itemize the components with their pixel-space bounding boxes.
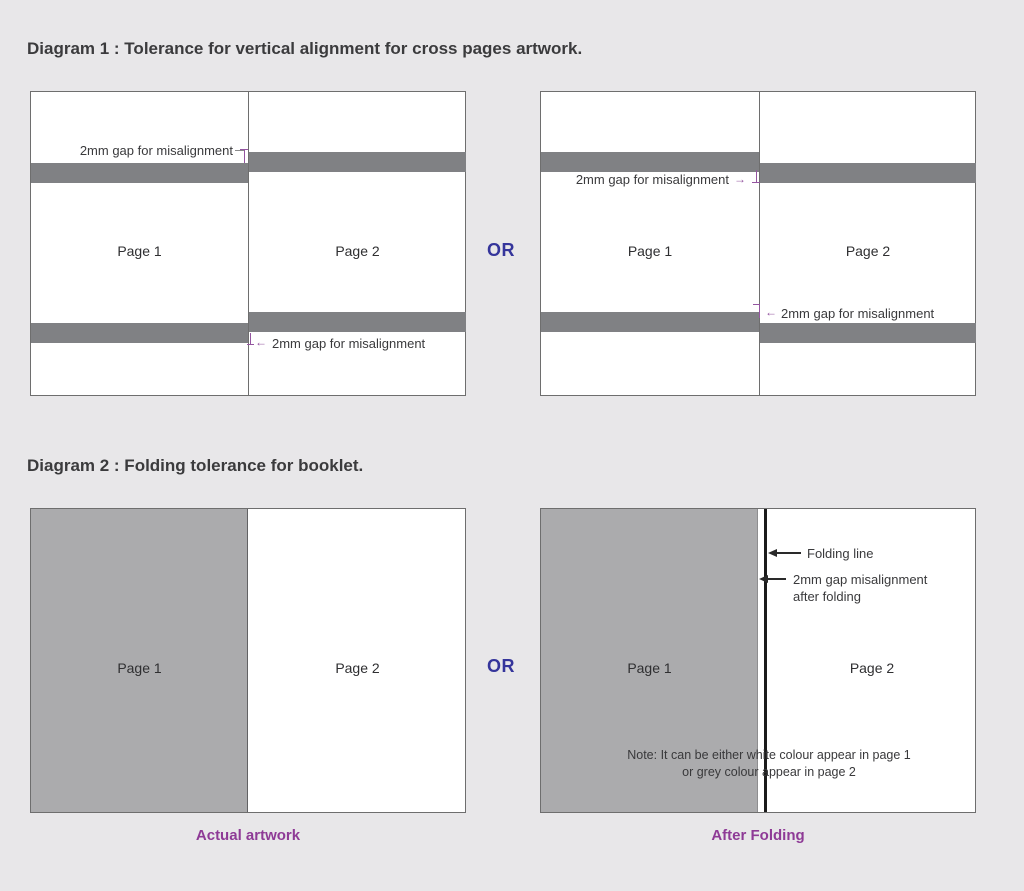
measure-tick-icon	[753, 304, 760, 305]
right-arrow-icon: →	[734, 172, 746, 186]
annotation-connector-line	[777, 552, 801, 554]
page2-bottom-misalignment-bar	[760, 323, 976, 343]
note-text: Note: It can be either white colour appe…	[569, 747, 969, 781]
page1-label: Page 1	[117, 660, 162, 676]
page1-label: Page 1	[627, 660, 672, 676]
measure-tick-icon	[250, 333, 251, 345]
page1-top-misalignment-bar	[541, 152, 759, 172]
gap-annotation-bottom: 2mm gap for misalignment	[272, 336, 426, 351]
gap-annotation-top: 2mm gap for misalignment	[575, 172, 729, 187]
page2-top-misalignment-bar	[760, 163, 976, 183]
caption-after-folding: After Folding	[711, 827, 805, 844]
diagram1-right-panel: Page 1 Page 2 2mm gap for misalignment →…	[540, 91, 976, 396]
left-arrowhead-icon	[768, 549, 777, 557]
diagram2-title: Diagram 2 : Folding tolerance for bookle…	[27, 456, 364, 475]
measure-tick-icon	[244, 149, 245, 163]
page2-label: Page 2	[335, 660, 380, 676]
diagram1-title: Diagram 1 : Tolerance for vertical align…	[27, 39, 583, 58]
gap-annotation-bottom: 2mm gap for misalignment	[781, 306, 935, 321]
caption-actual-artwork: Actual artwork	[195, 827, 301, 844]
page1-bottom-misalignment-bar	[31, 323, 248, 343]
page2-label: Page 2	[849, 660, 895, 676]
note-line1: Note: It can be either white colour appe…	[627, 748, 911, 762]
measure-tick-icon	[756, 170, 757, 183]
measure-tick-icon	[759, 304, 760, 318]
diagram1-left-centerline	[248, 92, 249, 395]
left-arrow-icon: ←	[765, 305, 777, 319]
folding-line	[764, 509, 767, 812]
page1-label: Page 1	[627, 243, 673, 259]
annotation-connector-line	[768, 578, 786, 580]
page2-label: Page 2	[335, 243, 380, 259]
gap-after-folding-annotation-line2: after folding	[793, 589, 861, 604]
diagram1-left-panel: Page 1 Page 2 2mm gap for misalignment ←…	[30, 91, 466, 396]
page2-label: Page 2	[845, 243, 891, 259]
folding-line-annotation: Folding line	[807, 546, 874, 561]
measure-tick-icon	[247, 344, 254, 345]
diagram2-right-panel: Page 1 Page 2 Folding line 2mm gap misal…	[540, 508, 976, 813]
page1-top-misalignment-bar	[31, 163, 248, 183]
or-separator-diagram2: OR	[487, 656, 515, 676]
left-arrow-icon: ←	[255, 335, 267, 349]
annotation-connector-line	[235, 150, 244, 151]
page1-bottom-misalignment-bar	[541, 312, 759, 332]
page2-top-misalignment-bar	[249, 152, 466, 172]
gap-after-folding-annotation-line1: 2mm gap misalignment	[793, 572, 928, 587]
page1-label: Page 1	[117, 243, 162, 259]
or-separator-diagram1: OR	[487, 240, 515, 260]
left-arrowhead-icon	[759, 575, 768, 583]
page2-bottom-misalignment-bar	[249, 312, 466, 332]
page1-grey-area	[541, 509, 758, 812]
diagram2-left-panel: Page 1 Page 2	[30, 508, 466, 813]
diagram1-right-centerline	[759, 92, 760, 395]
page1-grey-area	[31, 509, 248, 812]
note-line2: or grey colour appear in page 2	[682, 765, 856, 779]
gap-annotation-top: 2mm gap for misalignment	[79, 143, 233, 158]
measure-tick-icon	[752, 182, 760, 183]
